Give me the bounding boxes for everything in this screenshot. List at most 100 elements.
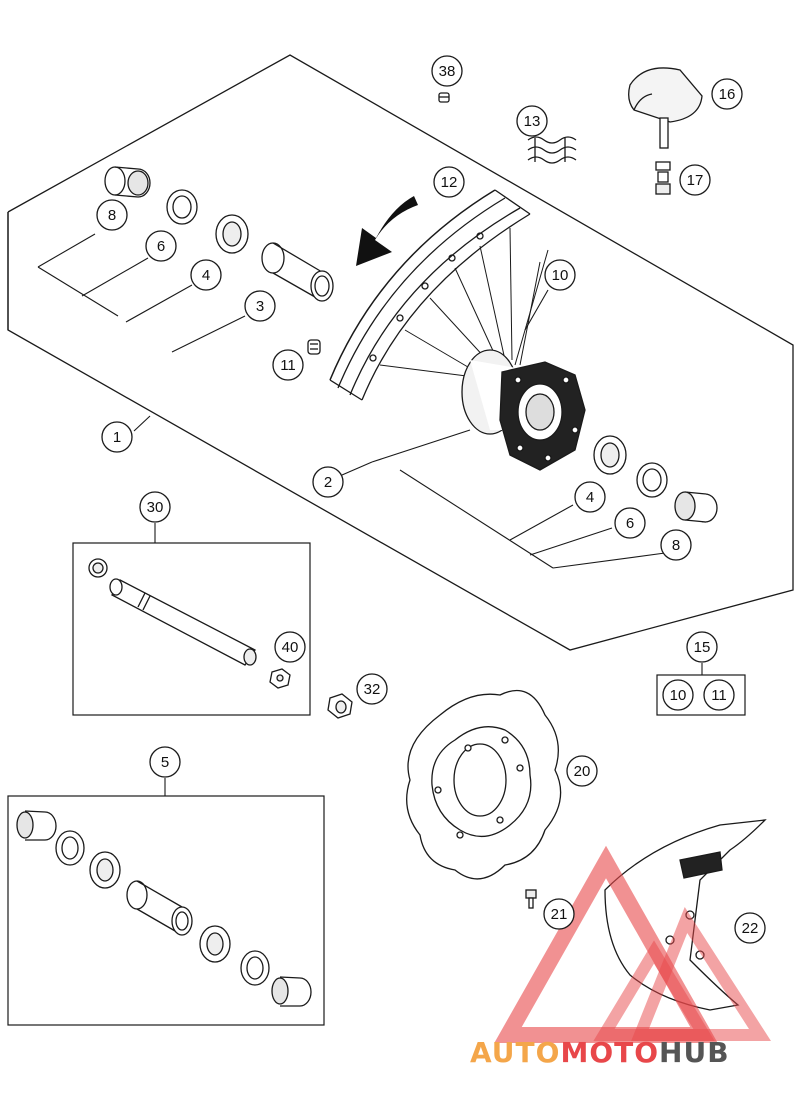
callout-c40: 40 [274, 631, 306, 663]
kit-bearing-left [89, 851, 121, 889]
callout-number: 22 [742, 920, 759, 937]
callout-c11b: 11 [703, 679, 735, 711]
valve-cap-part [438, 92, 450, 103]
callout-number: 8 [108, 207, 116, 224]
callout-number: 4 [202, 267, 210, 284]
callout-circle [543, 898, 575, 930]
watermark-logo-triangle [494, 845, 771, 1043]
callout-c12: 12 [433, 166, 465, 198]
callout-circle [274, 631, 306, 663]
callout-number: 10 [670, 687, 687, 704]
callout-number: 6 [157, 238, 165, 255]
spacer-right [674, 491, 718, 523]
callout-c6a: 6 [145, 230, 177, 262]
disc-bolt [525, 889, 537, 909]
callout-number: 17 [687, 172, 704, 189]
callout-c16: 16 [711, 78, 743, 110]
callout-circle [614, 507, 646, 539]
callout-number: 6 [626, 515, 634, 532]
callout-circle [660, 529, 692, 561]
kit-seal-right [240, 950, 270, 986]
callout-circle [312, 466, 344, 498]
callout-c3: 3 [244, 290, 276, 322]
callout-c8b: 8 [660, 529, 692, 561]
kit-spacer-right [271, 976, 312, 1007]
callout-number: 40 [282, 639, 299, 656]
axle-nut-small [269, 668, 291, 689]
svg-text:AUTOMOTOHUB: AUTOMOTOHUB [470, 1036, 730, 1069]
callout-circle [516, 105, 548, 137]
callout-c1: 1 [101, 421, 133, 453]
callout-circle [190, 259, 222, 291]
watermark-text-moto: MOTO [560, 1036, 659, 1069]
callout-circle [272, 349, 304, 381]
callout-number: 38 [439, 63, 456, 80]
watermark-text-hub: HUB [659, 1036, 730, 1069]
spokes [379, 227, 549, 381]
axle-kit-box [72, 542, 311, 716]
callout-circle [431, 55, 463, 87]
callout-c20: 20 [566, 755, 598, 787]
seal-top-left [166, 189, 198, 225]
axle-nut-32 [327, 693, 353, 719]
callout-circle [734, 912, 766, 944]
bearing-top-left [215, 214, 249, 254]
callout-c5: 5 [149, 746, 181, 778]
callout-c30: 30 [139, 491, 171, 523]
callout-circle [566, 755, 598, 787]
callout-circle [101, 421, 133, 453]
callout-circle [96, 199, 128, 231]
callout-number: 10 [552, 267, 569, 284]
callout-number: 11 [280, 357, 296, 374]
spoke-nipple-part [307, 339, 321, 355]
callout-circle [145, 230, 177, 262]
callout-c15: 15 [686, 631, 718, 663]
spacer-top-left [104, 166, 151, 198]
seal-right [636, 462, 668, 498]
callout-circle [356, 673, 388, 705]
bearing-right [593, 435, 627, 475]
axle-spacer-small [88, 558, 108, 578]
callout-number: 30 [147, 499, 164, 516]
rotation-arrow [356, 196, 418, 266]
callout-number: 8 [672, 537, 680, 554]
callout-c8a: 8 [96, 199, 128, 231]
brake-disc [406, 689, 562, 880]
bearing-kit-box [7, 795, 325, 1026]
callout-c21: 21 [543, 898, 575, 930]
callout-circle [574, 481, 606, 513]
watermark: AUTOMOTOHUB [470, 845, 771, 1069]
callout-circle [433, 166, 465, 198]
callout-circle [703, 679, 735, 711]
axle [109, 578, 257, 666]
hub [461, 349, 586, 471]
callout-number: 21 [551, 906, 568, 923]
kit-bearing-right [199, 925, 231, 963]
callout-circle [686, 631, 718, 663]
callout-c17: 17 [679, 164, 711, 196]
callout-circle [544, 259, 576, 291]
callout-c10b: 10 [662, 679, 694, 711]
callout-number: 16 [719, 86, 736, 103]
callout-c22: 22 [734, 912, 766, 944]
rim-tape-part [527, 136, 577, 164]
callout-number: 3 [256, 298, 264, 315]
leader-lines [37, 233, 703, 796]
assembly-frame [7, 54, 794, 651]
callout-number: 32 [364, 681, 381, 698]
callout-circle [679, 164, 711, 196]
callout-circle [139, 491, 171, 523]
callout-number: 20 [574, 763, 591, 780]
callout-c2: 2 [312, 466, 344, 498]
kit-sleeve [126, 880, 193, 936]
spoke-nipple-kit-box [656, 674, 746, 716]
callout-number: 11 [711, 687, 727, 704]
valve-nut-part [655, 161, 671, 195]
rim [329, 189, 531, 401]
callout-number: 12 [441, 174, 458, 191]
callout-number: 1 [113, 429, 121, 446]
callout-c11a: 11 [272, 349, 304, 381]
callout-number: 5 [161, 754, 169, 771]
callout-number: 4 [586, 489, 594, 506]
